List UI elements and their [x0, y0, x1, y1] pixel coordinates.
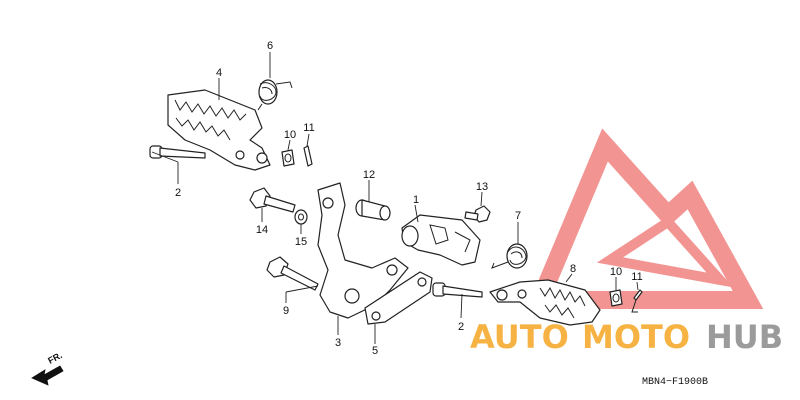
callout-6: 6: [267, 40, 273, 52]
watermark-text: AUTO MOTO HUB: [470, 318, 783, 356]
callout-7: 7: [515, 210, 521, 222]
part-7-spring: [491, 243, 528, 269]
part-15-washer: [294, 209, 308, 225]
part-2-pin-upper: [149, 145, 206, 159]
part-3-bracket: [317, 182, 409, 319]
callout-5: 5: [372, 345, 378, 357]
part-11-cotter-pin-upper: [303, 145, 313, 167]
callout-9: 9: [283, 305, 289, 317]
callout-10-upper: 10: [284, 129, 296, 141]
watermark-part-3: HUB: [706, 318, 783, 356]
callout-12: 12: [363, 169, 375, 181]
part-10-washer-upper: [281, 149, 295, 167]
callout-14: 14: [256, 224, 268, 236]
part-8-footpeg: [489, 279, 601, 326]
direction-arrow-icon: [31, 365, 64, 386]
part-5-plate: [364, 271, 433, 325]
part-6-spring: [257, 79, 293, 111]
callout-13: 13: [476, 181, 488, 193]
part-12-pivot: [355, 199, 391, 221]
callout-1: 1: [413, 194, 419, 206]
watermark-part-1: AUTO: [470, 318, 569, 356]
callout-2-upper: 2: [175, 187, 181, 199]
callout-11-upper: 11: [303, 122, 314, 134]
leader-lines: [151, 52, 639, 344]
callout-11-lower: 11: [631, 271, 642, 283]
watermark-logo-icon: [526, 128, 764, 309]
callout-2-lower: 2: [458, 321, 464, 333]
part-1-pedal-body: [401, 214, 481, 266]
callout-3: 3: [335, 337, 341, 349]
part-13-bolt: [464, 205, 491, 223]
callout-4: 4: [216, 67, 222, 79]
callout-8: 8: [570, 263, 576, 275]
part-10-washer-lower: [609, 289, 623, 307]
watermark-part-2: MOTO: [582, 318, 690, 356]
part-2-pin-lower: [432, 282, 483, 298]
diagram-code: MBN4−F1900B: [642, 377, 708, 388]
callout-10-lower: 10: [610, 266, 622, 278]
part-9-bolt: [266, 256, 319, 291]
callout-15: 15: [295, 236, 307, 248]
part-14-bolt: [249, 187, 296, 213]
part-11-cotter-pin-lower: [631, 289, 643, 313]
direction-label: FR.: [46, 350, 63, 366]
part-4-footpeg: [167, 89, 271, 171]
